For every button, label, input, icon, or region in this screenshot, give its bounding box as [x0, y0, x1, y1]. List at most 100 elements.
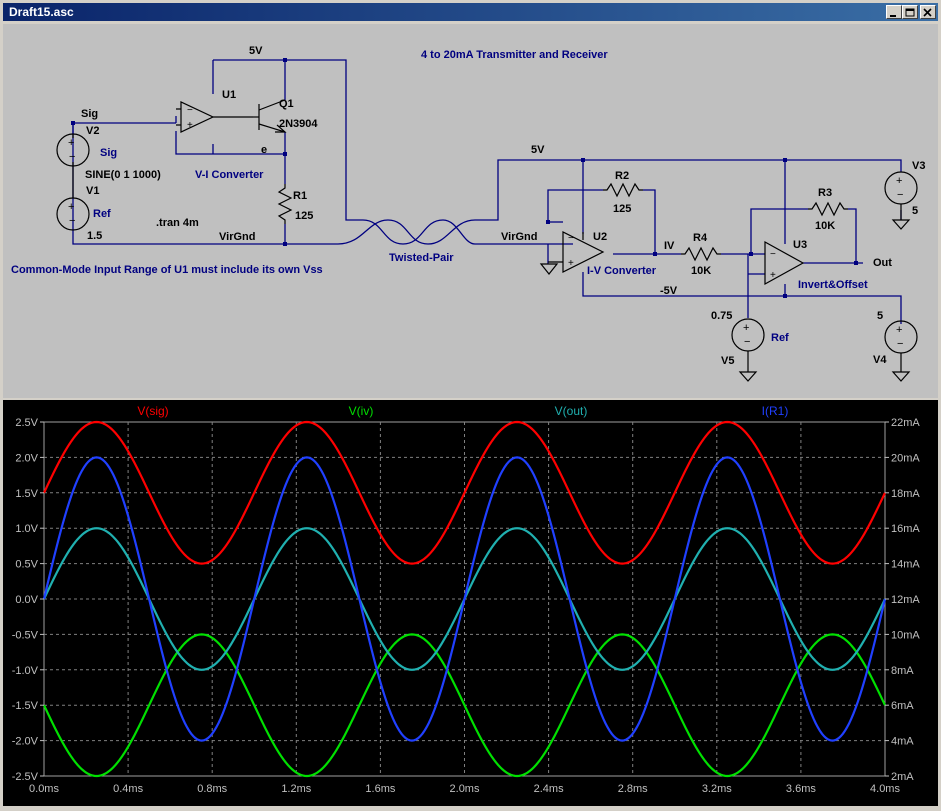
- net-virgnd-left: VirGnd: [219, 231, 255, 243]
- trace-i-r1: [42, 456, 887, 742]
- y-right-tick-label: 6mA: [891, 700, 914, 712]
- title-bar[interactable]: Draft15.asc: [3, 3, 938, 21]
- x-tick-label: 4.0ms: [870, 783, 900, 795]
- opamp-u2[interactable]: − +: [539, 231, 605, 275]
- source-v5[interactable]: + −: [731, 318, 765, 382]
- y-right-tick-label: 16mA: [891, 523, 920, 535]
- y-right-tick-label: 10mA: [891, 629, 920, 641]
- svg-text:+: +: [896, 175, 902, 187]
- traces: [42, 420, 887, 778]
- close-button[interactable]: [920, 5, 936, 19]
- x-tick-label: 3.6ms: [786, 783, 816, 795]
- v3-name: V3: [912, 160, 925, 172]
- transistor-q1[interactable]: [253, 99, 287, 133]
- x-tick-label: 0.4ms: [113, 783, 143, 795]
- svg-text:+: +: [896, 324, 902, 336]
- legend-i-r1[interactable]: I(R1): [762, 404, 789, 418]
- minimize-icon: [890, 15, 896, 17]
- r1-value: 125: [295, 210, 313, 222]
- y-left-tick-label: -2.5V: [12, 771, 39, 783]
- x-tick-label: 0.0ms: [29, 783, 59, 795]
- net-5v-left: 5V: [249, 45, 263, 57]
- resistor-r1[interactable]: [277, 184, 293, 224]
- svg-text:−: −: [69, 215, 75, 227]
- minimize-button[interactable]: [886, 5, 902, 19]
- net-out: Out: [873, 257, 892, 269]
- trace-v-iv: [43, 633, 886, 778]
- label-ref-left: Ref: [93, 208, 111, 220]
- window-title: Draft15.asc: [9, 5, 74, 19]
- legend-v-iv[interactable]: V(iv): [349, 404, 374, 418]
- resistor-r3[interactable]: [808, 201, 848, 217]
- v4-value: 5: [877, 310, 883, 322]
- label-invert-offset: Invert&Offset: [798, 279, 868, 291]
- maximize-button[interactable]: [902, 5, 918, 19]
- opamp-u1[interactable]: − +: [176, 101, 253, 133]
- r4-value: 10K: [691, 265, 711, 277]
- label-ref-right: Ref: [771, 332, 789, 344]
- r2-name: R2: [615, 170, 629, 182]
- svg-text:+: +: [770, 270, 776, 281]
- legend[interactable]: V(sig) V(iv) V(out) I(R1): [137, 404, 788, 418]
- x-tick-label: 0.8ms: [197, 783, 227, 795]
- svg-text:+: +: [68, 137, 74, 149]
- u3-name: U3: [793, 239, 807, 251]
- wires: [72, 59, 902, 324]
- source-v3[interactable]: + −: [884, 171, 918, 230]
- legend-v-sig[interactable]: V(sig): [137, 404, 168, 418]
- v2-name: V2: [86, 125, 99, 137]
- svg-text:+: +: [187, 120, 193, 131]
- label-sig-source: Sig: [100, 147, 117, 159]
- tran-directive: .tran 4m: [156, 217, 199, 229]
- y-left-tick-label: 2.0V: [15, 452, 38, 464]
- y-left-tick-label: -2.0V: [12, 736, 39, 748]
- v5-name: V5: [721, 355, 734, 367]
- y-right-tick-label: 4mA: [891, 736, 914, 748]
- x-tick-label: 3.2ms: [702, 783, 732, 795]
- y-right-tick-label: 22mA: [891, 417, 920, 429]
- trace-v-sig: [43, 420, 886, 565]
- y-right-tick-label: 12mA: [891, 594, 920, 606]
- r1-name: R1: [293, 190, 307, 202]
- resistor-r2[interactable]: [603, 182, 643, 198]
- x-tick-label: 1.6ms: [365, 783, 395, 795]
- label-iv-converter: I-V Converter: [587, 265, 657, 277]
- r3-name: R3: [818, 187, 832, 199]
- schematic-note: Common-Mode Input Range of U1 must inclu…: [11, 264, 323, 276]
- r4-name: R4: [693, 232, 708, 244]
- svg-text:−: −: [770, 249, 776, 260]
- y-right-tick-label: 18mA: [891, 488, 920, 500]
- schematic-canvas[interactable]: − + + −: [3, 24, 938, 398]
- source-v1[interactable]: + −: [56, 166, 90, 231]
- legend-v-out[interactable]: V(out): [555, 404, 588, 418]
- svg-text:−: −: [897, 338, 903, 350]
- y-left-tick-label: 2.5V: [15, 417, 38, 429]
- v4-name: V4: [873, 354, 887, 366]
- maximize-icon: [905, 8, 915, 17]
- schematic-editor[interactable]: − + + −: [3, 24, 938, 398]
- x-tick-label: 2.0ms: [450, 783, 480, 795]
- twisted-pair: [337, 219, 476, 245]
- source-v4[interactable]: + −: [884, 320, 918, 382]
- net-virgnd-right: VirGnd: [501, 231, 537, 243]
- y-left-tick-label: -0.5V: [12, 629, 39, 641]
- r3-value: 10K: [815, 220, 835, 232]
- svg-text:+: +: [743, 322, 749, 334]
- q1-value: 2N3904: [279, 118, 318, 130]
- svg-text:−: −: [568, 233, 574, 244]
- y-left-tick-label: 1.5V: [15, 488, 38, 500]
- label-twisted-pair: Twisted-Pair: [389, 252, 454, 264]
- x-tick-label: 1.2ms: [281, 783, 311, 795]
- svg-text:−: −: [744, 336, 750, 348]
- opamp-u3[interactable]: − +: [764, 240, 805, 286]
- junctions: [71, 58, 858, 298]
- svg-text:−: −: [187, 105, 193, 116]
- resistor-r4[interactable]: [681, 246, 721, 262]
- svg-text:+: +: [68, 201, 74, 213]
- net-sig: Sig: [81, 108, 98, 120]
- r2-value: 125: [613, 203, 631, 215]
- net-e: e: [261, 144, 267, 156]
